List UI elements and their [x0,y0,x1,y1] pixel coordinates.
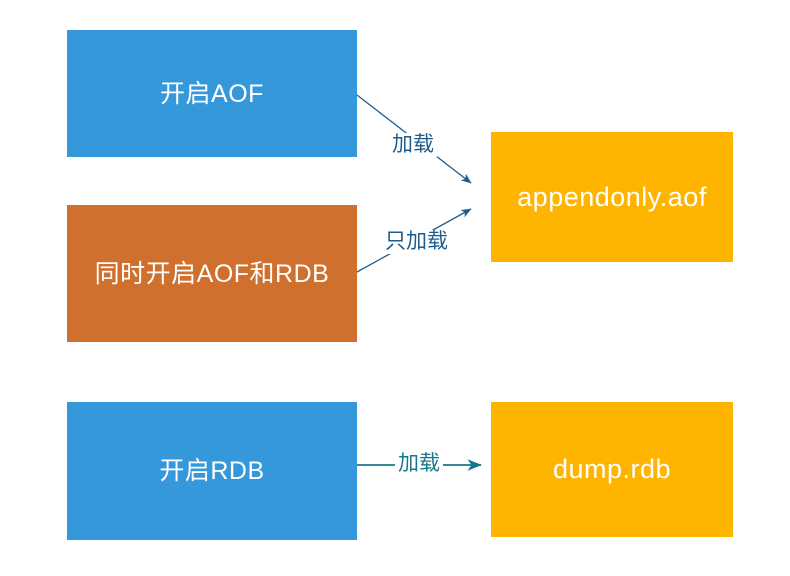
node-aof-rdb-both-label: 同时开启AOF和RDB [94,259,330,288]
node-aof-enabled-label: 开启AOF [160,79,264,108]
node-appendonly-aof[interactable]: appendonly.aof [491,132,733,262]
node-dump-rdb-label: dump.rdb [552,454,672,485]
edge-label-load-aof: 加载 [389,133,437,158]
node-rdb-enabled-label: 开启RDB [159,457,265,485]
node-aof-rdb-both[interactable]: 同时开启AOF和RDB [67,205,357,342]
node-appendonly-aof-label: appendonly.aof [517,181,707,212]
edge-label-only-load: 只加载 [382,230,451,255]
node-dump-rdb[interactable]: dump.rdb [491,402,733,537]
edge-label-load-rdb: 加载 [395,452,443,477]
node-aof-enabled[interactable]: 开启AOF [67,30,357,157]
node-rdb-enabled[interactable]: 开启RDB [67,402,357,540]
